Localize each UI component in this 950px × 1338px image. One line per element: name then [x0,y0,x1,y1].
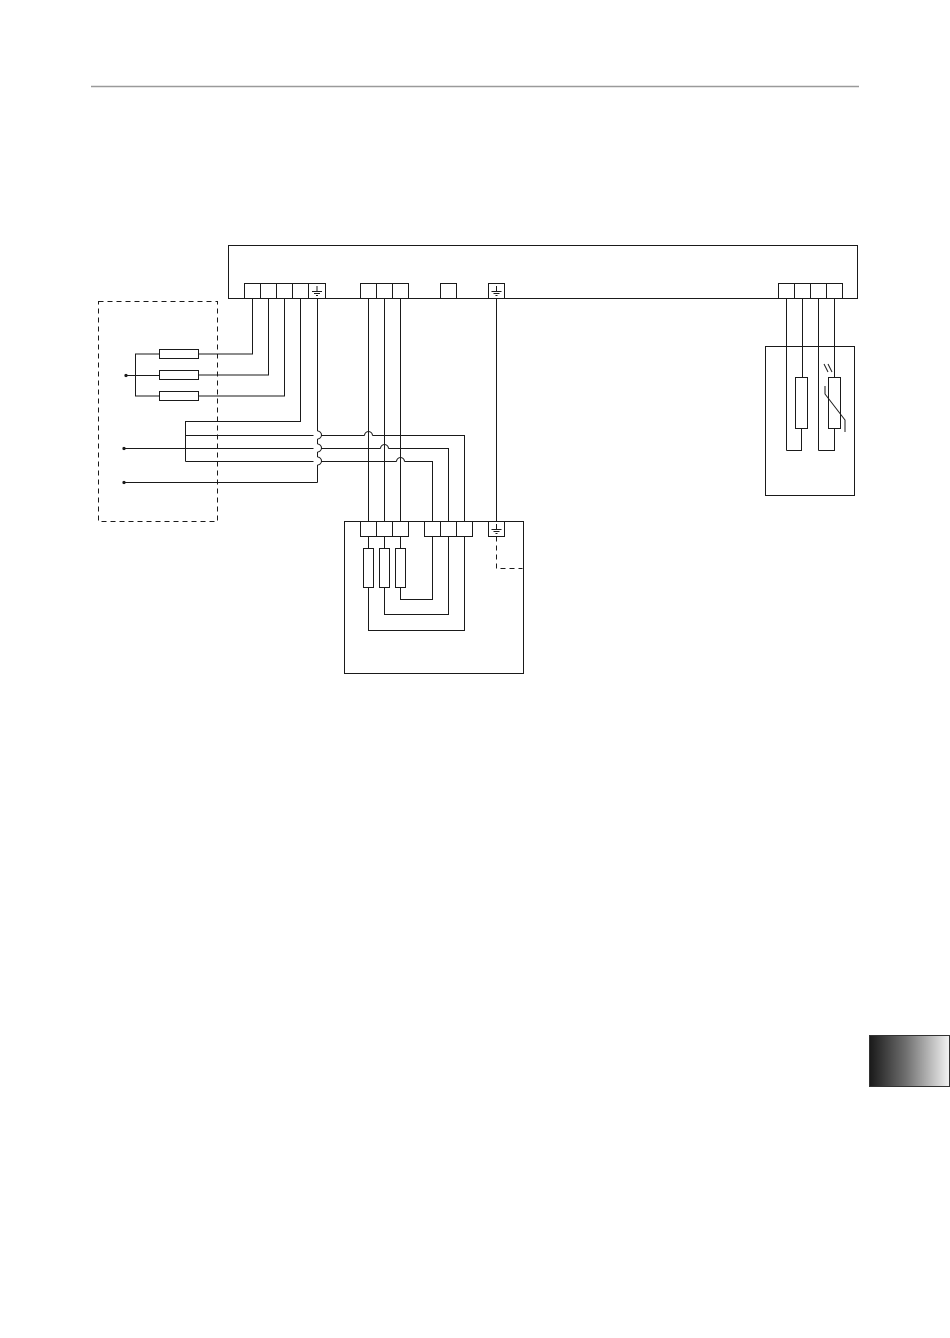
resistor-icon [796,378,808,429]
terminal-earth [489,284,505,299]
terminal-strip-sensor [779,284,843,299]
resistor-icon [380,549,390,588]
fuse-icon [160,350,199,359]
control-board [229,246,858,299]
thermistor-icon [829,378,841,429]
fuse-icon [160,392,199,401]
supply-mains [99,299,318,522]
resistor-icon [396,549,406,588]
terminal-earth-heater [489,522,505,537]
heater-unit [345,522,524,674]
terminal-strip-heater [361,284,409,299]
resistor-icon [364,549,374,588]
fuse-icon [160,371,199,380]
sensor-unit [766,299,855,496]
terminal-strip-supply [245,284,326,299]
section-tab [869,1035,950,1087]
terminal-spare [441,284,457,299]
